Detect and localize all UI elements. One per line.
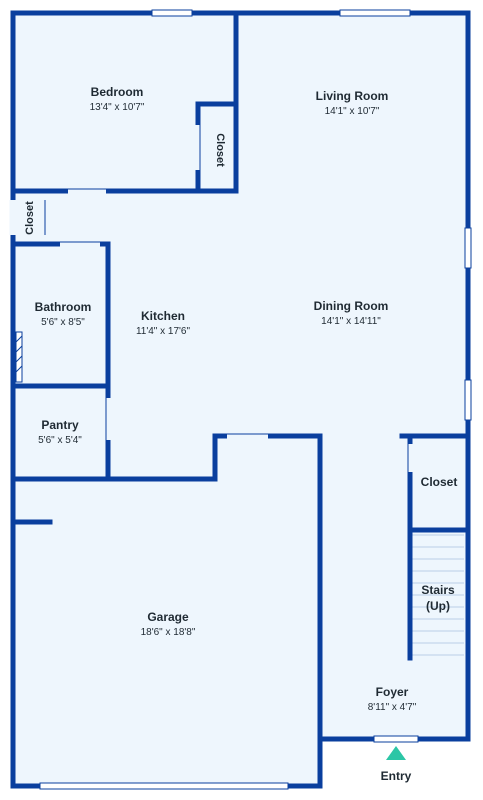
pantry-dims: 5'6" x 5'4" [38,435,82,446]
floor-areas [13,13,468,786]
entry-label: Entry [381,769,412,783]
kitchen-dims: 11'4" x 17'6" [136,326,191,337]
foyer-name: Foyer [376,685,409,699]
right-closet-label: Closet [421,475,458,489]
bathroom-fixture [15,331,23,383]
stair-treads [412,534,464,656]
window-living [339,9,411,17]
bedroom-closet-label: Closet [214,133,226,167]
bedroom-dims: 13'4" x 10'7" [90,102,145,113]
bathroom-name: Bathroom [35,300,92,314]
pantry-name: Pantry [41,418,79,432]
front-door [373,735,419,743]
stairs-label: Stairs [421,583,455,597]
dining-room-name: Dining Room [314,299,389,313]
door-openings [9,125,414,472]
windows [39,9,472,790]
entry-arrow-icon [386,746,406,760]
foyer-dims: 8'11" x 4'7" [368,702,417,713]
garage-name: Garage [147,610,189,624]
garage-dims: 18'6" x 18'8" [141,627,196,638]
living-room-dims: 14'1" x 10'7" [325,106,380,117]
window-dining-upper [464,227,472,269]
small-closet-label: Closet [24,201,36,235]
window-bedroom [151,9,193,17]
door-jambs [44,125,409,472]
window-garage [39,782,289,790]
living-room-name: Living Room [316,89,389,103]
stairs-direction: (Up) [426,599,450,613]
bathroom-dims: 5'6" x 8'5" [41,317,85,328]
dining-room-dims: 14'1" x 14'11" [321,316,381,327]
bedroom-name: Bedroom [91,85,144,99]
window-dining-lower [464,379,472,421]
kitchen-name: Kitchen [141,309,185,323]
